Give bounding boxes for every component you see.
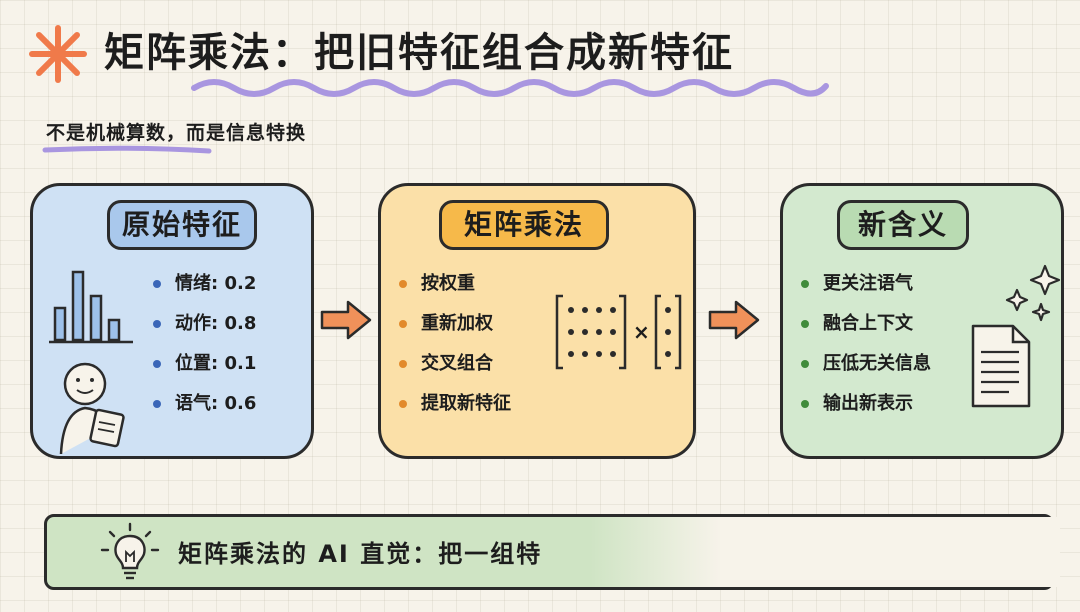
list-item: 重新加权: [399, 304, 511, 344]
multiply-operator: ×: [633, 320, 650, 344]
list-item: 交叉组合: [399, 344, 511, 384]
page-title: 矩阵乘法：把旧特征组合成新特征: [104, 30, 734, 76]
list-item: 输出新表示: [801, 384, 931, 424]
list-item: 融合上下文: [801, 304, 931, 344]
document-icon: [971, 324, 1031, 408]
lightbulb-icon: [100, 522, 160, 580]
list-item: 位置: 0.1: [153, 344, 256, 384]
new-meaning-panel: 新含义 更关注语气 融合上下文 压低无关信息 输出新表示: [780, 183, 1064, 459]
sparkle-icon: [1005, 264, 1061, 322]
original-features-panel: 原始特征 情绪: 0.2 动作: 0.8 位置: 0.1 语气: 0.6: [30, 183, 314, 459]
list-item: 更关注语气: [801, 264, 931, 304]
panel-label-original-features: 原始特征: [107, 200, 257, 250]
title-underline: [191, 79, 829, 97]
list-item: 情绪: 0.2: [153, 264, 256, 304]
list-item: 压低无关信息: [801, 344, 931, 384]
panel-label-matrix-multiplication: 矩阵乘法: [439, 200, 609, 250]
matrix-steps-list: 按权重 重新加权 交叉组合 提取新特征: [399, 264, 511, 424]
panel-label-new-meaning: 新含义: [837, 200, 969, 250]
bar-chart-icon: [49, 270, 133, 344]
matrix-multiplication-panel: 矩阵乘法 按权重 重新加权 交叉组合 提取新特征 ×: [378, 183, 696, 459]
new-meaning-list: 更关注语气 融合上下文 压低无关信息 输出新表示: [801, 264, 931, 424]
list-item: 按权重: [399, 264, 511, 304]
bottom-banner-text: 矩阵乘法的 AI 直觉：把一组特: [178, 540, 543, 568]
arrow-right-icon: [708, 300, 760, 340]
subtitle: 不是机械算数，而是信息特换: [46, 122, 307, 144]
original-features-list: 情绪: 0.2 动作: 0.8 位置: 0.1 语气: 0.6: [153, 264, 256, 424]
list-item: 动作: 0.8: [153, 304, 256, 344]
subtitle-underline: [42, 145, 212, 154]
person-icon: [59, 362, 125, 454]
list-item: 语气: 0.6: [153, 384, 256, 424]
sun-burst-icon: [29, 25, 87, 83]
fade-overlay: [590, 517, 1060, 587]
list-item: 提取新特征: [399, 384, 511, 424]
arrow-right-icon: [320, 300, 372, 340]
matrix-icon: [555, 294, 627, 370]
vector-icon: [654, 294, 682, 370]
